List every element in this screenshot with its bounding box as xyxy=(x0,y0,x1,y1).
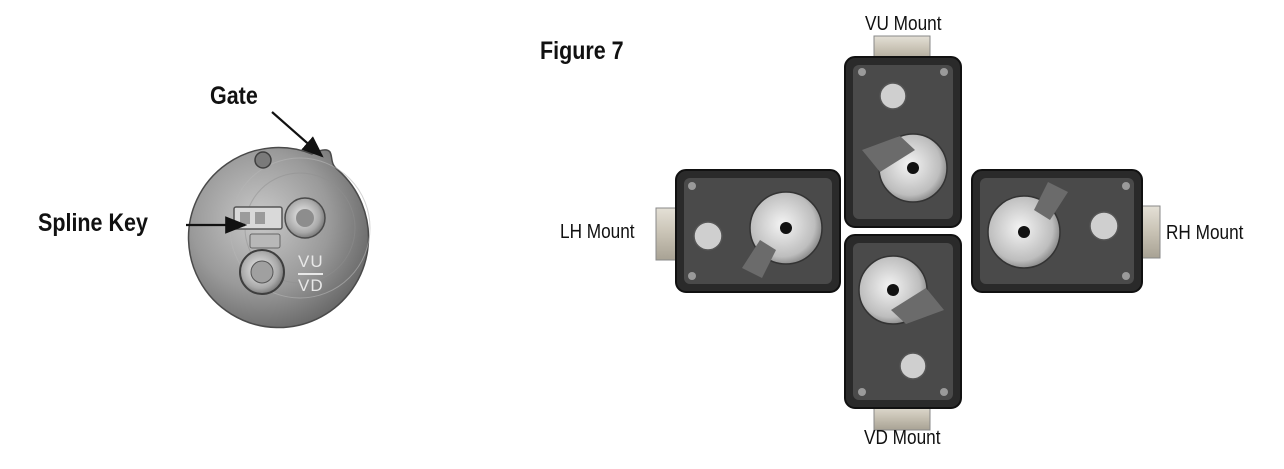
gate-arrow xyxy=(271,111,324,158)
lh-lock xyxy=(675,169,841,293)
wheel-mark-vu: VU xyxy=(298,252,324,271)
rh-lock xyxy=(971,169,1143,293)
vd-lock xyxy=(844,234,962,409)
vu-mount-label: VU Mount xyxy=(865,13,942,35)
spline-key-label: Spline Key xyxy=(38,209,148,237)
wheel-top-hole xyxy=(254,151,272,169)
vd-mount-label: VD Mount xyxy=(864,427,941,449)
lh-mount-label: LH Mount xyxy=(560,221,635,243)
figure-title: Figure 7 xyxy=(540,37,624,65)
wheel-mark-divider xyxy=(298,273,323,275)
vu-lock xyxy=(844,56,962,228)
rh-mount-label: RH Mount xyxy=(1166,222,1244,244)
gate-label: Gate xyxy=(210,82,258,110)
wheel-mark-vd: VD xyxy=(298,276,324,295)
